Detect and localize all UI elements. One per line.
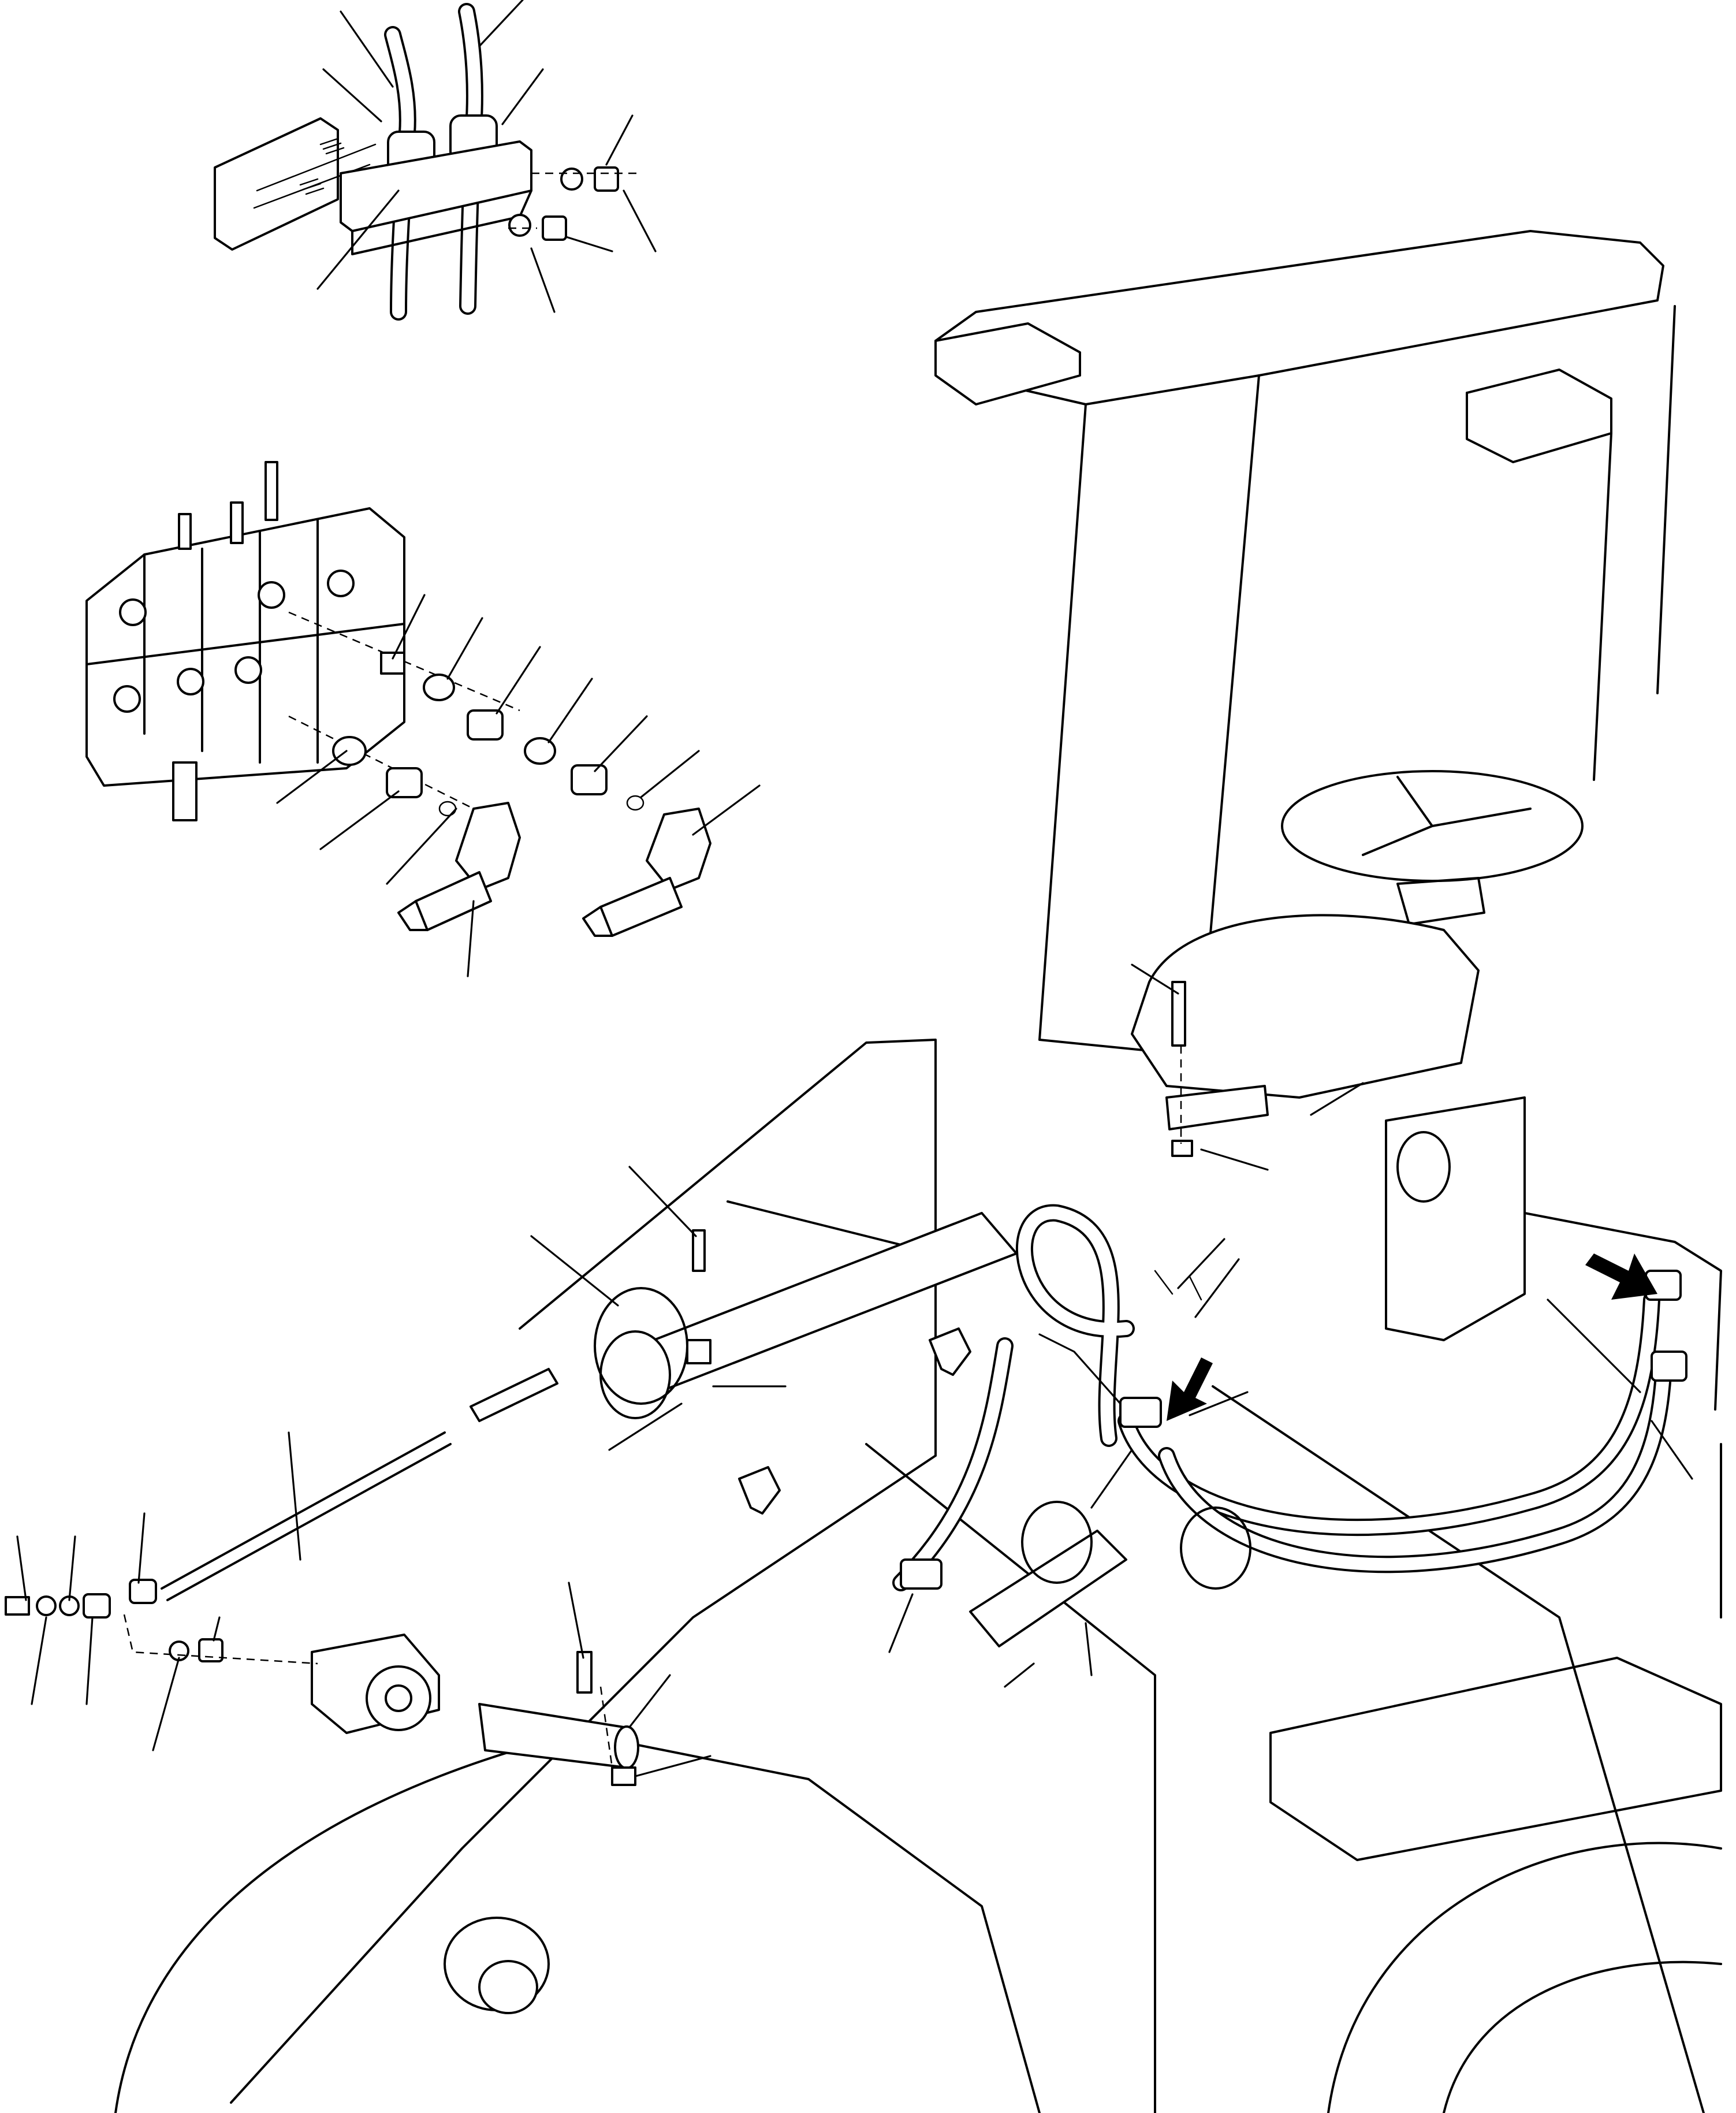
hose-loop-fill: [1018, 1206, 1133, 1445]
washer: [508, 214, 531, 237]
hose-pair-lower-fill: [1160, 1368, 1670, 1571]
nut: [1171, 1140, 1193, 1157]
hose-clip: [1154, 1270, 1202, 1301]
valve-stub: [172, 761, 198, 821]
flow-arrow-cab: [1167, 1357, 1213, 1421]
pin-end: [614, 1725, 639, 1769]
bolt: [5, 1596, 30, 1616]
bolt: [1171, 981, 1186, 1047]
o-ring-small: [626, 795, 645, 811]
elbow-fitting: [646, 808, 711, 891]
pin: [1165, 1085, 1269, 1130]
hose-cut-end: [582, 906, 613, 937]
assembly-axis: [123, 1046, 1182, 1768]
rear-wheel: [1327, 1842, 1722, 2113]
rod-end: [129, 1579, 157, 1604]
port: [234, 656, 262, 684]
port: [258, 581, 285, 609]
work-light-right: [1466, 369, 1612, 463]
elbow-fitting: [455, 802, 521, 891]
boom-cylinder-group: [5, 981, 1269, 1786]
clamp-nut: [686, 1339, 711, 1364]
port: [177, 668, 204, 695]
control-valve-detail: [85, 461, 761, 977]
hose-fitting: [1119, 1397, 1162, 1428]
port: [119, 598, 147, 626]
hose-cylinder-fill: [895, 1340, 1011, 1589]
pin: [478, 1703, 628, 1769]
clevis-bore-inner: [385, 1684, 412, 1712]
elbow-fitting: [738, 1466, 781, 1515]
washer: [560, 168, 583, 191]
frame-tower: [1385, 1096, 1526, 1341]
adapter-fitting: [386, 767, 423, 798]
o-ring: [423, 674, 455, 701]
nut: [594, 166, 619, 192]
spool-lever: [178, 461, 278, 550]
pivot-boss: [1396, 1131, 1451, 1203]
frame-body: [865, 1212, 1722, 2113]
adapter-fitting: [571, 764, 608, 795]
o-ring: [332, 736, 367, 766]
hose-end: [599, 877, 683, 937]
port: [113, 685, 141, 713]
rod: [161, 1431, 452, 1601]
clamp-bracket: [340, 140, 532, 232]
o-ring: [524, 737, 556, 765]
cab: [934, 230, 1676, 1099]
work-light-left: [934, 322, 1081, 406]
nut: [542, 215, 567, 241]
sleeve-clamp: [1021, 1501, 1093, 1584]
seat: [1131, 914, 1480, 1099]
hose-routing: [738, 1204, 1687, 1647]
port: [327, 570, 355, 597]
adapter: [380, 652, 405, 675]
clamp-bracket-edge: [351, 189, 532, 255]
adapter-fitting: [467, 709, 504, 741]
hose-fitting: [1651, 1351, 1687, 1382]
steering-wheel-spokes: [1362, 776, 1532, 925]
clamp-bolt: [692, 1229, 706, 1272]
o-ring-small: [438, 801, 457, 817]
boom-arm-outline: [230, 1039, 937, 2104]
elbow-fitting: [929, 1327, 971, 1376]
nut: [198, 1638, 223, 1662]
stud-thread: [299, 137, 345, 195]
protective-sleeve: [969, 1530, 1127, 1647]
hose-fitting: [900, 1558, 942, 1590]
front-wheel-arch: [114, 1732, 1041, 2113]
loader-frame: [114, 1039, 1722, 2113]
cab-pillars: [1038, 305, 1676, 1052]
leader-lines: [16, 964, 1693, 1777]
cylinder-end: [599, 1330, 671, 1419]
hose-guard-ring: [1180, 1506, 1251, 1590]
bolt: [576, 1651, 593, 1694]
valve-sections: [85, 519, 405, 764]
mounting-plate: [214, 117, 339, 251]
flow-arrow-right: [1585, 1253, 1657, 1300]
arm-pivot-pin: [478, 1960, 538, 2014]
hose-cut-end: [397, 900, 429, 931]
fender-step: [1269, 1657, 1722, 1861]
rod-end: [83, 1593, 111, 1619]
rod-tube: [470, 1368, 558, 1422]
hose-cylinder: [892, 1337, 1014, 1591]
control-valve-body: [85, 507, 405, 787]
leader-lines: [316, 0, 657, 313]
nut: [611, 1766, 636, 1786]
hose-end: [415, 871, 492, 931]
washer: [36, 1595, 57, 1616]
main-leader-lines: [16, 964, 1693, 1777]
leader-lines: [276, 594, 761, 977]
assembly-axis: [508, 172, 641, 229]
hose-clamp-detail: [214, 0, 657, 321]
